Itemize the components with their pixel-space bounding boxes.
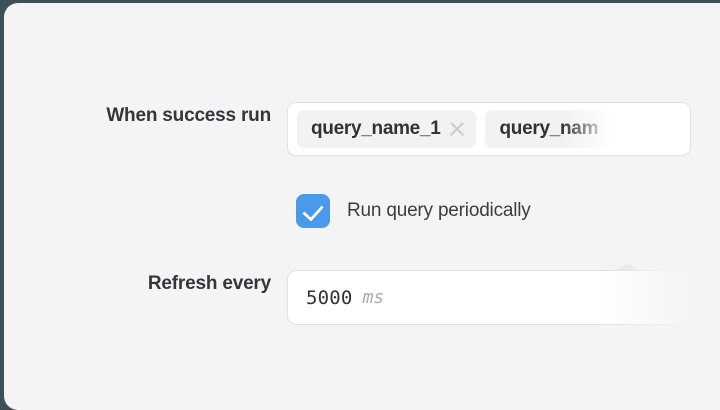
query-chip[interactable]: query_nam [485,110,613,148]
success-run-label: When success run [106,105,271,126]
refresh-interval-unit: ms [362,287,385,308]
form-row-refresh-every: Refresh every 5000 ms [4,263,720,325]
close-icon[interactable] [446,118,468,140]
run-periodically-label: Run query periodically [347,200,531,221]
tooltip-arrow-icon [614,263,640,271]
refresh-interval-input[interactable]: 5000 ms [287,270,691,325]
refresh-interval-value: 5000 [306,286,353,309]
form-row-success-run: When success run query_name_1 query_nam [4,102,720,156]
query-chip-label: query_nam [499,118,599,139]
refresh-every-label: Refresh every [147,273,271,294]
settings-panel: When success run query_name_1 query_nam … [4,3,720,410]
run-periodically-control[interactable]: Run query periodically [287,194,531,228]
query-chip-label: query_name_1 [311,118,441,139]
form-row-run-periodically: Run query periodically [4,194,720,228]
refresh-interval-shell: 5000 ms [287,263,691,325]
query-chip[interactable]: query_name_1 [297,110,477,148]
success-run-multiselect[interactable]: query_name_1 query_nam [287,102,691,156]
run-periodically-checkbox[interactable] [296,194,330,228]
